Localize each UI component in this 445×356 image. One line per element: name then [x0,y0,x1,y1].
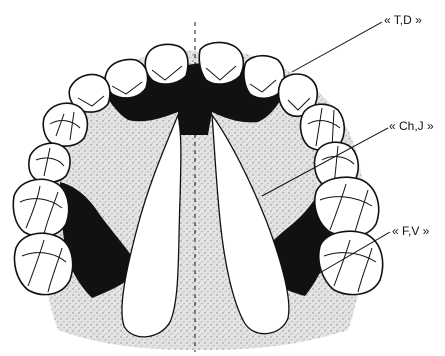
tooth-right-7 [319,231,383,294]
tooth-left-6 [13,179,68,236]
td-label: « T,D » [384,13,422,27]
tooth-left-2 [105,60,147,98]
tooth-right-1 [199,43,243,85]
chj-label: « Ch,J » [389,119,434,133]
td-leader-line [292,22,382,72]
fv-label: « F,V » [392,224,430,238]
tooth-left-4 [43,103,87,146]
tooth-right-6 [315,177,379,236]
